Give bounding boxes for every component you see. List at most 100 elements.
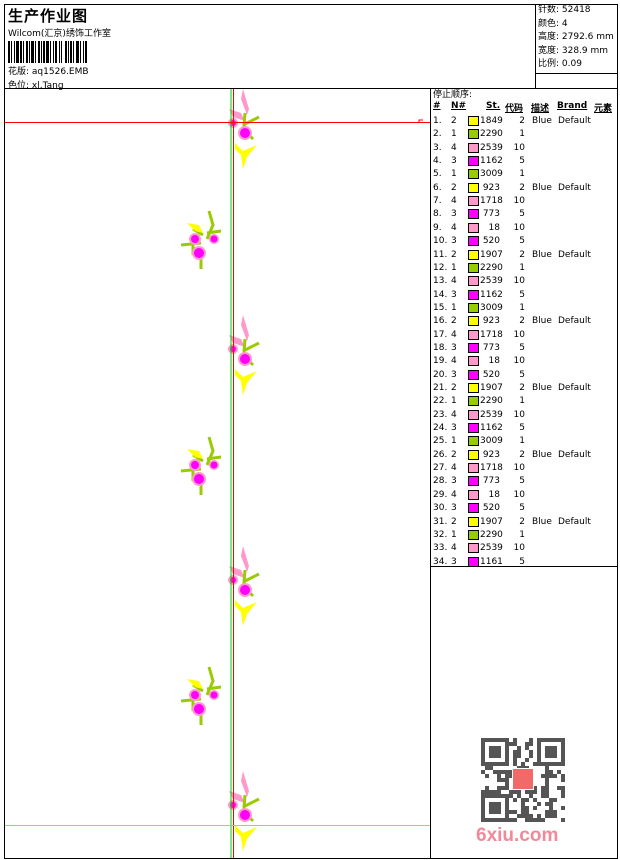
color-swatch bbox=[468, 196, 479, 207]
row-stitches: 2290 bbox=[480, 529, 503, 540]
row-code: 10 bbox=[513, 463, 525, 474]
row-needle: 4 bbox=[451, 196, 457, 207]
row-num: 34. bbox=[433, 556, 448, 567]
row-stitches: 3009 bbox=[480, 302, 503, 313]
row-stitches: 1907 bbox=[480, 249, 503, 260]
color-swatch bbox=[468, 249, 479, 260]
row-num: 12. bbox=[433, 262, 448, 273]
design-preview bbox=[5, 89, 430, 858]
row-num: 18. bbox=[433, 342, 448, 353]
color-swatch bbox=[468, 503, 479, 514]
row-code: 5 bbox=[519, 342, 525, 353]
site-logo: 6xiu.com bbox=[476, 825, 559, 846]
color-swatch bbox=[468, 543, 479, 554]
row-code: 2 bbox=[519, 383, 525, 393]
row-needle: 4 bbox=[451, 543, 457, 554]
row-code: 1 bbox=[519, 262, 525, 273]
row-stitches: 520 bbox=[482, 503, 500, 514]
table-header: # N# St. 代码 描述 Brand 元素 bbox=[431, 101, 619, 114]
col-brand: Brand bbox=[557, 101, 588, 111]
color-swatch bbox=[468, 449, 479, 460]
row-desc: Blue bbox=[532, 182, 552, 193]
color-swatch bbox=[468, 142, 479, 153]
col-desc: 描述 bbox=[531, 104, 550, 114]
row-num: 21. bbox=[433, 383, 448, 393]
color-swatch bbox=[468, 316, 479, 327]
color-swatch bbox=[468, 342, 479, 353]
row-stitches: 2539 bbox=[480, 276, 503, 287]
col-code: 代码 bbox=[505, 104, 524, 114]
row-needle: 3 bbox=[451, 369, 457, 380]
row-num: 2. bbox=[433, 129, 442, 140]
row-needle: 2 bbox=[451, 249, 457, 260]
design-height: 高度: 2792.6 mm bbox=[538, 32, 614, 42]
row-needle: 1 bbox=[451, 169, 457, 180]
color-count: 颜色: 4 bbox=[538, 18, 568, 29]
row-desc: Blue bbox=[532, 249, 552, 260]
color-swatch bbox=[468, 383, 479, 393]
row-num: 22. bbox=[433, 396, 448, 407]
row-stitches: 18 bbox=[488, 356, 500, 367]
row-needle: 4 bbox=[451, 276, 457, 287]
row-stitches: 773 bbox=[482, 476, 500, 487]
row-code: 2 bbox=[519, 449, 525, 460]
row-num: 1. bbox=[433, 116, 442, 126]
row-stitches: 1849 bbox=[480, 116, 503, 126]
color-swatch bbox=[468, 423, 479, 434]
design-scale: 比例: 0.09 bbox=[538, 59, 582, 69]
row-brand: Default bbox=[558, 182, 591, 193]
header: 生产作业图 Wilcom(汇京)绣饰工作室 花版: aq1526.EMB 色位:… bbox=[4, 4, 618, 91]
row-code: 2 bbox=[519, 116, 525, 126]
row-code: 2 bbox=[519, 316, 525, 327]
row-code: 10 bbox=[513, 543, 525, 554]
row-brand: Default bbox=[558, 516, 591, 527]
row-desc: Blue bbox=[532, 449, 552, 460]
row-code: 1 bbox=[519, 529, 525, 540]
color-swatch bbox=[468, 262, 479, 273]
row-stitches: 520 bbox=[482, 236, 500, 247]
color-swatch bbox=[468, 529, 479, 540]
sheet-frame bbox=[4, 4, 618, 859]
color-swatch bbox=[468, 289, 479, 300]
row-num: 6. bbox=[433, 182, 442, 193]
color-swatch bbox=[468, 276, 479, 287]
row-needle: 2 bbox=[451, 516, 457, 527]
row-needle: 4 bbox=[451, 409, 457, 420]
row-code: 2 bbox=[519, 182, 525, 193]
color-swatch bbox=[468, 116, 479, 126]
design-width: 宽度: 328.9 mm bbox=[538, 45, 609, 56]
row-stitches: 2290 bbox=[480, 262, 503, 273]
row-needle: 4 bbox=[451, 356, 457, 367]
row-stitches: 1718 bbox=[480, 329, 503, 340]
studio-name: Wilcom(汇京)绣饰工作室 bbox=[8, 29, 111, 39]
row-needle: 4 bbox=[451, 142, 457, 153]
design-label: 花版: bbox=[8, 67, 30, 77]
row-brand: Default bbox=[558, 449, 591, 460]
color-swatch bbox=[468, 556, 479, 567]
color-swatch bbox=[468, 409, 479, 420]
color-swatch bbox=[468, 209, 479, 220]
row-num: 27. bbox=[433, 463, 448, 474]
row-code: 1 bbox=[519, 129, 525, 140]
row-stitches: 1907 bbox=[480, 516, 503, 527]
row-stitches: 2539 bbox=[480, 142, 503, 153]
row-stitches: 1907 bbox=[480, 383, 503, 393]
row-needle: 2 bbox=[451, 449, 457, 460]
row-num: 7. bbox=[433, 196, 442, 207]
design-file: 花版: aq1526.EMB bbox=[8, 64, 89, 77]
